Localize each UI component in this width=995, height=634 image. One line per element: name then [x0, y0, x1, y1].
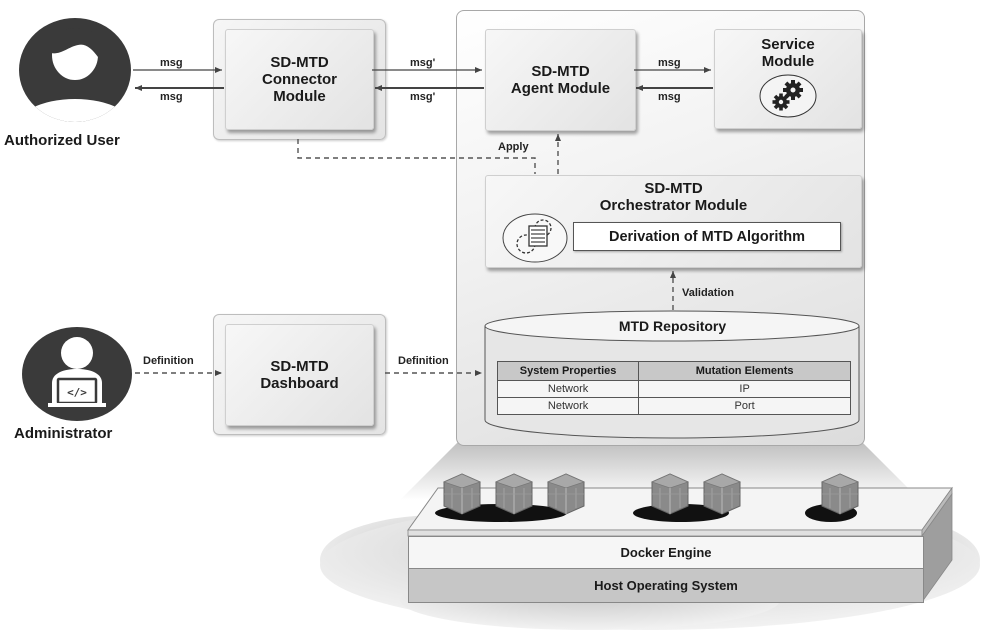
dashboard-title-line2: Dashboard — [260, 375, 339, 392]
dashboard-title-line1: SD-MTD — [270, 358, 329, 375]
edge-label-user-to-connector: msg — [160, 57, 183, 69]
docker-platform — [407, 473, 953, 604]
repository-table: System Properties Mutation Elements Netw… — [496, 361, 851, 415]
gears-icon — [759, 74, 817, 118]
cell-system-property: Network — [496, 380, 640, 398]
service-module[interactable]: Service Module — [714, 29, 862, 129]
edge-label-agent-to-connector: msg' — [410, 91, 436, 103]
container-icon — [546, 473, 586, 515]
container-group — [442, 473, 860, 515]
service-title-line1: Service — [761, 36, 815, 53]
dashboard-module[interactable]: SD-MTD Dashboard — [225, 324, 374, 426]
administrator-icon: </> — [22, 327, 132, 421]
connector-title-line1: SD-MTD — [270, 54, 329, 71]
connector-module[interactable]: SD-MTD Connector Module — [225, 29, 374, 130]
container-icon — [494, 473, 534, 515]
cell-mutation-element: IP — [638, 380, 851, 398]
edge-label-dashboard-to-repository: Definition — [398, 355, 449, 367]
edge-label-validation: Validation — [682, 287, 734, 299]
authorized-user-icon — [19, 18, 131, 122]
orchestrator-title-line2: Orchestrator Module — [599, 197, 748, 214]
edge-label-service-to-agent: msg — [658, 91, 681, 103]
orchestrator-title-line1: SD-MTD — [644, 180, 703, 197]
edge-label-apply: Apply — [498, 141, 529, 153]
container-icon — [702, 473, 742, 515]
docker-engine-layer: Docker Engine — [408, 536, 924, 569]
container-icon — [820, 473, 860, 515]
host-os-layer: Host Operating System — [408, 568, 924, 603]
code-glyph: </> — [67, 386, 87, 399]
edge-label-connector-to-user: msg — [160, 91, 183, 103]
column-header-system-properties: System Properties — [496, 361, 640, 381]
container-icon — [650, 473, 690, 515]
agent-module[interactable]: SD-MTD Agent Module — [485, 29, 636, 131]
connector-title-line3: Module — [273, 88, 326, 105]
connector-title-line2: Connector — [262, 71, 337, 88]
administrator-label: Administrator — [14, 425, 113, 442]
algorithm-server-gear-icon — [502, 213, 568, 263]
repository-title: MTD Repository — [618, 318, 727, 334]
edge-label-agent-to-service: msg — [658, 57, 681, 69]
agent-title-line2: Agent Module — [510, 80, 611, 97]
authorized-user-label: Authorized User — [4, 132, 120, 149]
edge-label-admin-to-dashboard: Definition — [143, 355, 194, 367]
cell-mutation-element: Port — [638, 397, 851, 415]
cell-system-property: Network — [496, 397, 640, 415]
table-row: Network IP — [496, 380, 851, 398]
container-icon — [442, 473, 482, 515]
service-title-line2: Module — [761, 53, 815, 70]
edge-label-connector-to-agent: msg' — [410, 57, 436, 69]
table-row: Network Port — [496, 397, 851, 415]
agent-title-line1: SD-MTD — [531, 63, 590, 80]
mtd-algorithm-label: Derivation of MTD Algorithm — [573, 222, 841, 251]
column-header-mutation-elements: Mutation Elements — [638, 361, 851, 381]
